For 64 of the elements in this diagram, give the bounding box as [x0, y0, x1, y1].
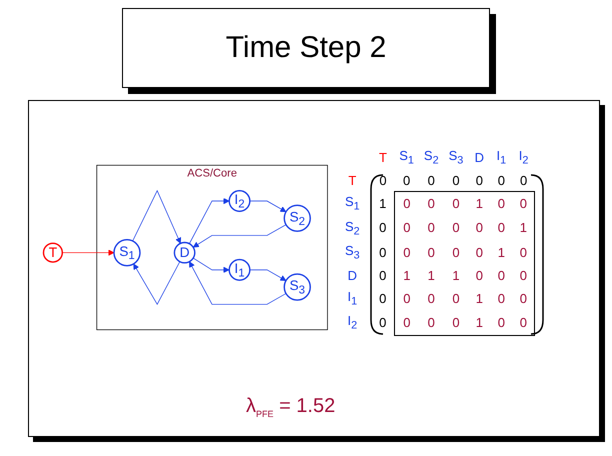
matrix-value: 0 [512, 191, 535, 216]
matrix-value: 0 [451, 244, 461, 262]
matrix-value: 0 [372, 216, 394, 240]
column-header: D [474, 148, 485, 167]
matrix-value: 0 [496, 290, 506, 308]
matrix-value: 1 [468, 191, 490, 216]
matrix-value: 0 [418, 310, 444, 336]
matrix-value: 0 [496, 219, 506, 238]
matrix-value: 1 [512, 216, 535, 240]
matrix-value: 0 [490, 191, 512, 216]
matrix-value: 0 [372, 286, 394, 310]
matrix-value: 0 [418, 170, 444, 192]
row-header: S$_{2}$ [344, 218, 361, 240]
matrix-value: 0 [394, 191, 419, 216]
row-header: S$_{3}$ [344, 242, 361, 264]
matrix-value: 0 [372, 264, 394, 286]
matrix-value: 0 [474, 219, 484, 238]
matrix-value: 0 [451, 290, 461, 308]
matrix-value: 1 [468, 310, 490, 336]
matrix-value: 1 [496, 244, 506, 262]
row-header: D [346, 266, 358, 285]
matrix-value: 0 [512, 170, 535, 192]
matrix-value: 0 [490, 310, 512, 336]
column-header: I$_{1}$ [495, 147, 508, 169]
matrix-value: 0 [490, 170, 512, 192]
matrix-value: 0 [451, 219, 461, 238]
matrix-value: 1 [451, 266, 461, 285]
matrix-value: 0 [444, 191, 468, 216]
matrix-value: 0 [426, 219, 436, 238]
matrix-value: 0 [512, 310, 535, 336]
row-header: I$_{1}$ [346, 288, 358, 310]
matrix-value: 0 [426, 290, 436, 308]
matrix-value: 0 [394, 216, 419, 240]
matrix-value: 0 [394, 170, 419, 192]
matrix-value: 0 [468, 170, 490, 192]
eigenvalue-text: λ$_{PFE}$ = 1.52 [246, 395, 336, 419]
matrix-value: 0 [474, 266, 484, 285]
matrix-value: 0 [372, 170, 394, 192]
matrix-value: 0 [372, 240, 394, 265]
matrix-value: 0 [394, 286, 419, 310]
matrix-value: 1 [372, 191, 394, 216]
matrix-value: 0 [512, 264, 535, 286]
matrix-value: 0 [444, 310, 468, 336]
matrix-value: 0 [444, 170, 468, 192]
matrix-value: 1 [394, 264, 419, 286]
matrix-value: 0 [512, 240, 535, 265]
matrix-value: 0 [394, 240, 419, 265]
matrix-value: 0 [418, 191, 444, 216]
matrix-value: 1 [474, 290, 484, 308]
matrix-value: 0 [426, 244, 436, 262]
column-header: S$_{1}$ [398, 147, 415, 169]
matrix-value: 1 [426, 266, 436, 285]
matrix-value: 0 [512, 286, 535, 310]
column-header: S$_{3}$ [448, 147, 464, 169]
row-header: I$_{2}$ [346, 312, 358, 334]
column-header: S$_{2}$ [422, 147, 440, 169]
column-header: I$_{2}$ [518, 147, 530, 169]
row-header: S$_{1}$ [344, 193, 361, 215]
matrix-value: 0 [474, 244, 484, 262]
matrix-value: 0 [496, 266, 506, 285]
column-header: T [378, 148, 388, 167]
matrix-value: 0 [394, 310, 419, 336]
matrix-value: 0 [372, 310, 394, 336]
row-header: T [347, 172, 358, 190]
